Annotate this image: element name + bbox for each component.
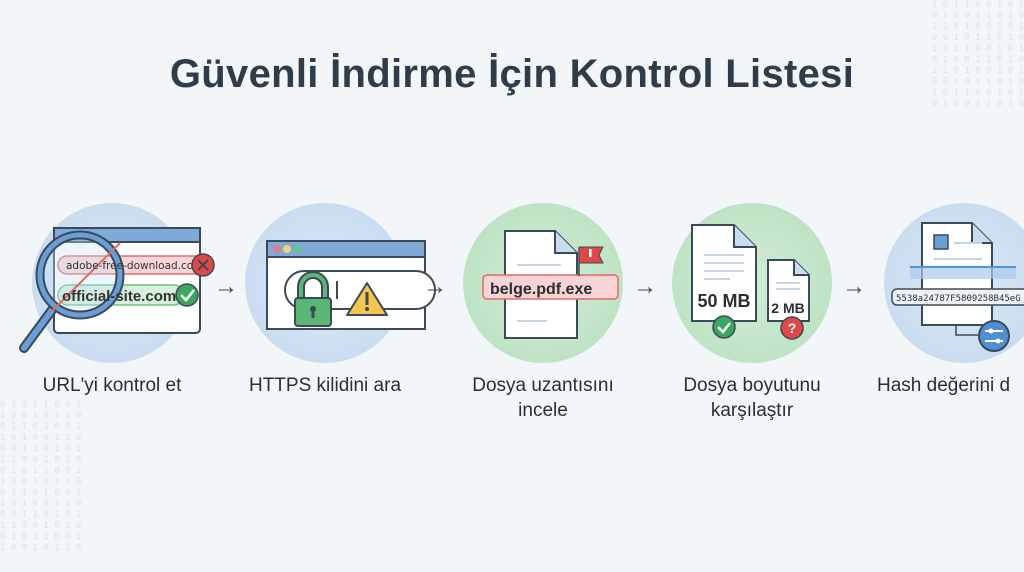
- label-line-1: Dosya boyutunu: [683, 375, 821, 396]
- label-line-2: karşılaştır: [710, 400, 794, 421]
- hash-text: 5538a24787F5809258B45eG: [896, 294, 1021, 304]
- page-title: Güvenli İndirme İçin Kontrol Listesi: [169, 52, 855, 96]
- arrow-icon: →: [423, 273, 447, 300]
- red-flag-icon: [578, 246, 604, 276]
- check-icon: [712, 315, 736, 339]
- file-extension-illustration: belge.pdf.exe: [482, 230, 619, 339]
- large-size-text: 50 MB: [697, 291, 750, 311]
- svg-text:?: ?: [788, 320, 797, 336]
- small-size-text: 2 MB: [771, 300, 804, 316]
- step-label: Hash değerini d: [877, 375, 1011, 396]
- warning-icon: [346, 282, 388, 316]
- magnifier-icon: [19, 230, 125, 353]
- check-icon: [175, 283, 199, 307]
- bad-url-text: adobe-free-download.com: [66, 260, 203, 272]
- step-label: URL'yi kontrol et: [42, 375, 182, 396]
- chip-icon: [933, 234, 949, 250]
- arrow-icon: →: [633, 273, 657, 300]
- file-size-illustration: 50 MB 2 MB ?: [691, 224, 810, 340]
- https-lock-illustration: [266, 240, 436, 330]
- arrow-icon: →: [842, 273, 866, 300]
- filename-text: belge.pdf.exe: [490, 281, 592, 298]
- question-icon: [780, 316, 804, 340]
- hash-illustration: 5538a24787F5809258B45eG: [891, 222, 1024, 352]
- background-binary-left: 0 1 0 1 1 0 0 1 1 0 0 1 0 1 1 0 0 1 1 0 …: [0, 400, 82, 553]
- background-binary-right: 1 0 1 1 0 0 1 0 1 0 1 0 0 1 1 0 1 0 1 1 …: [931, 0, 1024, 109]
- good-url-text: official-site.com: [62, 288, 176, 305]
- padlock-icon: [294, 271, 332, 327]
- step-label: Dosya boyutunu karşılaştır: [652, 373, 852, 423]
- arrow-icon: →: [214, 273, 238, 300]
- url-check-illustration: adobe-free-download.com official-site.co…: [19, 227, 215, 353]
- label-line-1: Dosya uzantısını: [472, 375, 614, 396]
- label-line-2: incele: [518, 400, 568, 421]
- step-label: HTTPS kilidini ara: [248, 375, 402, 396]
- settings-sliders-icon: [978, 320, 1010, 352]
- step-label: Dosya uzantısını incele: [443, 373, 643, 423]
